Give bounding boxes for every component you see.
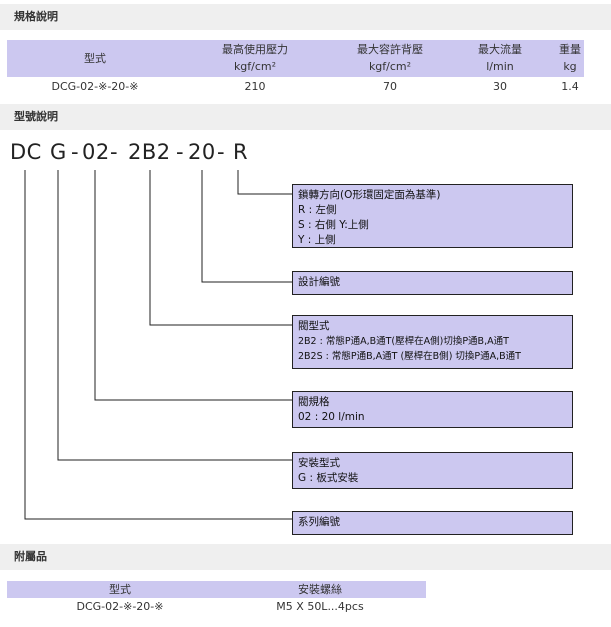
spec-section-bar (0, 4, 611, 30)
leader-lock-dir (237, 170, 292, 195)
code-dash-2: - (110, 140, 119, 164)
leader-valve-type (149, 170, 292, 326)
spec-header-back-pressure: 最大容許背壓 (357, 43, 423, 56)
spec-header-max-pressure: 最高使用壓力 (222, 43, 288, 56)
code-mount: G (50, 140, 67, 164)
accessory-cell-model: DCG-02-※-20-※ (76, 600, 164, 613)
code-size: 02 (82, 140, 110, 164)
leader-series (24, 170, 292, 520)
box-mount-type-line: G : 板式安裝 (298, 472, 359, 484)
accessory-cell-screws: M5 X 50L...4pcs (276, 600, 364, 613)
box-valve-size: 閥規格 02 : 20 l/min (292, 391, 573, 428)
box-valve-size-title: 閥規格 (298, 396, 330, 408)
leader-design-no (201, 170, 292, 283)
code-dash-4: - (217, 140, 226, 164)
spec-cell-max-flow: 30 (493, 80, 507, 93)
code-lock-dir: R (233, 140, 249, 164)
box-valve-size-line: 02 : 20 l/min (298, 411, 365, 423)
spec-cell-back-pressure: 70 (383, 80, 397, 93)
accessory-section-bar (0, 544, 611, 570)
spec-header-max-flow-unit: l/min (486, 60, 514, 73)
spec-header-max-pressure-unit: kgf/cm² (233, 60, 277, 73)
box-valve-type: 閥型式 2B2 : 常態P通A,B通T(壓桿在A側)切換P通B,A通T 2B2S… (292, 315, 573, 369)
spec-cell-weight: 1.4 (561, 80, 579, 93)
accessory-section-title: 附屬品 (14, 550, 47, 563)
accessory-header-model: 型式 (109, 583, 131, 596)
box-mount-type-title: 安裝型式 (298, 457, 340, 469)
accessory-table-header (7, 581, 426, 598)
spec-table-header (7, 40, 584, 77)
accessory-header-screws: 安裝螺絲 (298, 583, 342, 596)
spec-header-back-pressure-unit: kgf/cm² (368, 60, 412, 73)
box-lock-direction-title: 鎖轉方向(O形環固定面為基準) (298, 189, 441, 201)
box-lock-direction: 鎖轉方向(O形環固定面為基準) R : 左側 S : 右側 Y:上側 Y : 上… (292, 184, 573, 248)
code-valve-type: 2B2 (128, 140, 171, 164)
box-valve-type-line-2b2s: 2B2S : 常態P通B,A通T (壓桿在B側) 切換P通A,B通T (298, 351, 521, 362)
box-design-no-title: 設計編號 (298, 276, 340, 288)
box-valve-type-line-2b2: 2B2 : 常態P通A,B通T(壓桿在A側)切換P通B,A通T (298, 336, 509, 347)
model-section-bar (0, 104, 611, 130)
spec-cell-max-pressure: 210 (244, 80, 266, 93)
spec-cell-model: DCG-02-※-20-※ (51, 80, 139, 93)
leader-mount (57, 170, 292, 461)
box-mount-type: 安裝型式 G : 板式安裝 (292, 452, 573, 489)
spec-header-max-flow: 最大流量 (478, 43, 522, 56)
box-lock-direction-line-r: R : 左側 (298, 204, 337, 216)
spec-header-model: 型式 (84, 52, 106, 65)
spec-header-weight-unit: kg (563, 60, 577, 73)
code-dash-3: - (176, 140, 185, 164)
box-lock-direction-line-s: S : 右側 Y:上側 (298, 219, 369, 231)
box-valve-type-title: 閥型式 (298, 320, 330, 332)
box-series-no-title: 系列編號 (298, 516, 340, 528)
code-series: DC (10, 140, 42, 164)
box-design-no: 設計編號 (292, 271, 573, 295)
spec-header-weight: 重量 (559, 43, 581, 56)
spec-section-title: 規格說明 (14, 10, 58, 23)
code-dash-1: - (71, 140, 80, 164)
model-section-title: 型號說明 (14, 110, 58, 123)
code-design-no: 20 (188, 140, 216, 164)
box-series-no: 系列編號 (292, 511, 573, 535)
box-lock-direction-line-y: Y : 上側 (298, 234, 336, 246)
leader-size (94, 170, 292, 401)
